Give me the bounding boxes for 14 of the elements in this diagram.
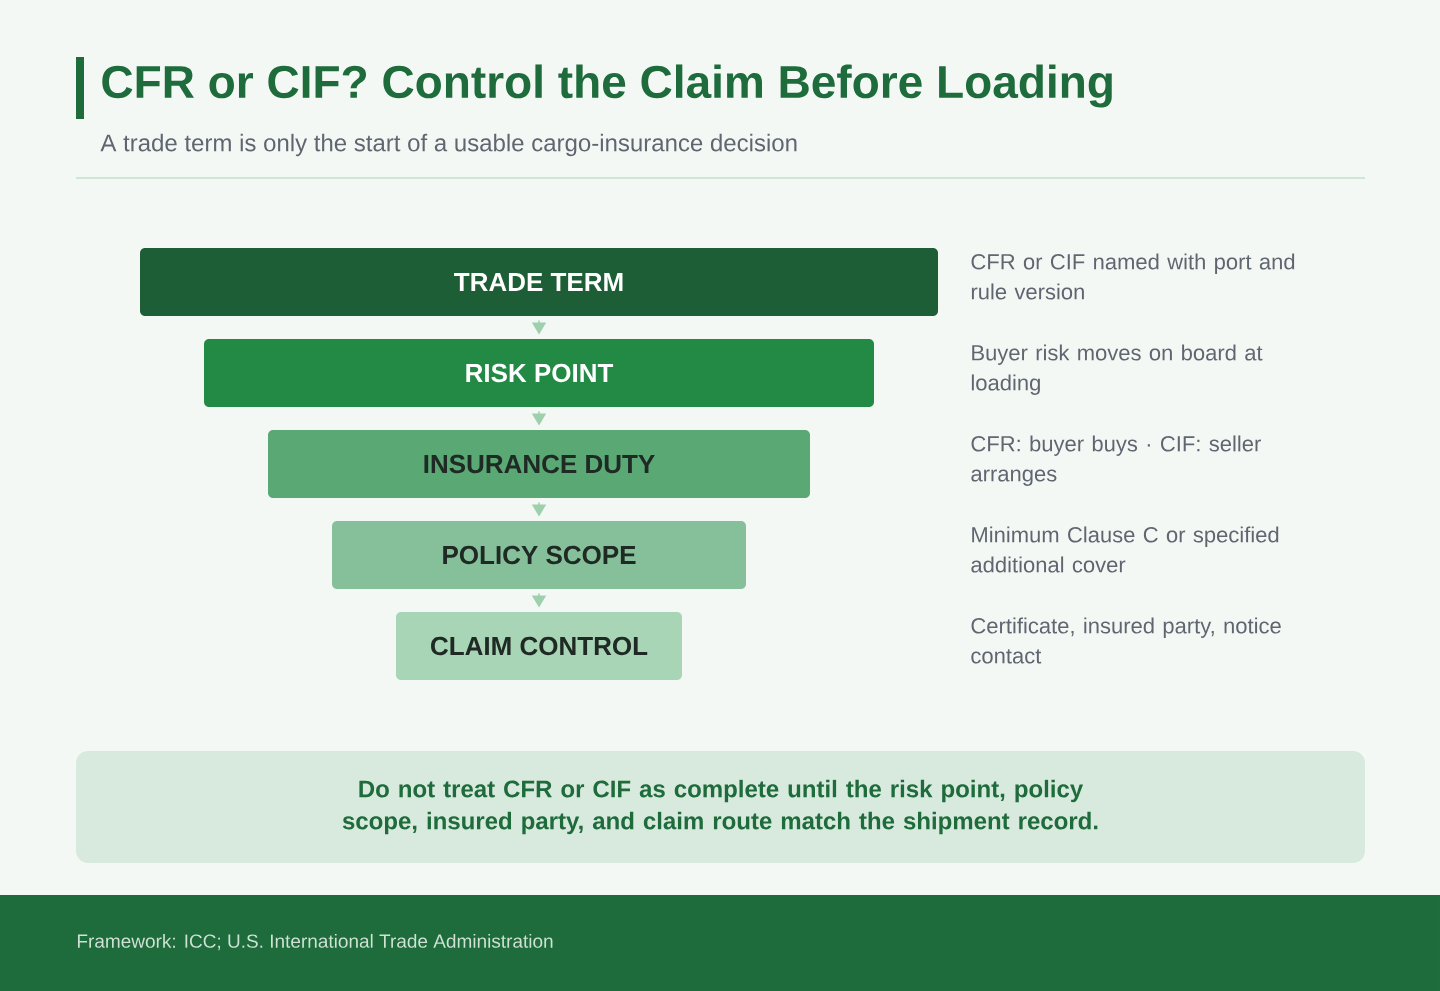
stage-bar: CLAIM CONTROL: [396, 612, 682, 680]
stage-bar: RISK POINT: [204, 339, 874, 407]
stage-bar: INSURANCE DUTY: [268, 430, 810, 498]
stage-bar: TRADE TERM: [140, 248, 938, 316]
description-text: CFR: buyer buys · CIF: seller arranges: [971, 435, 1261, 486]
description-text: Minimum Clause C or specified additional cover: [971, 526, 1279, 573]
warning-note: Do not treat CFR or CIF as complete until the risk point, policy scope, insured party, and claim route match the shipment record.: [76, 751, 1365, 863]
description-text: CFR or CIF named with port and rule version: [971, 253, 1295, 300]
description-text: Buyer risk moves on board at loading: [971, 344, 1263, 395]
subtitle-text: A trade term is only the start of a usable cargo-insurance decision: [100, 133, 797, 157]
title-heading: CFR or CIF? Control the Claim Before Loading: [102, 64, 1112, 108]
description-text: Certificate, insured party, notice contact: [971, 617, 1281, 664]
stage-bar: POLICY SCOPE: [332, 521, 746, 589]
source-note: Framework: ICC; U.S. International Trade Administration: [77, 933, 553, 951]
